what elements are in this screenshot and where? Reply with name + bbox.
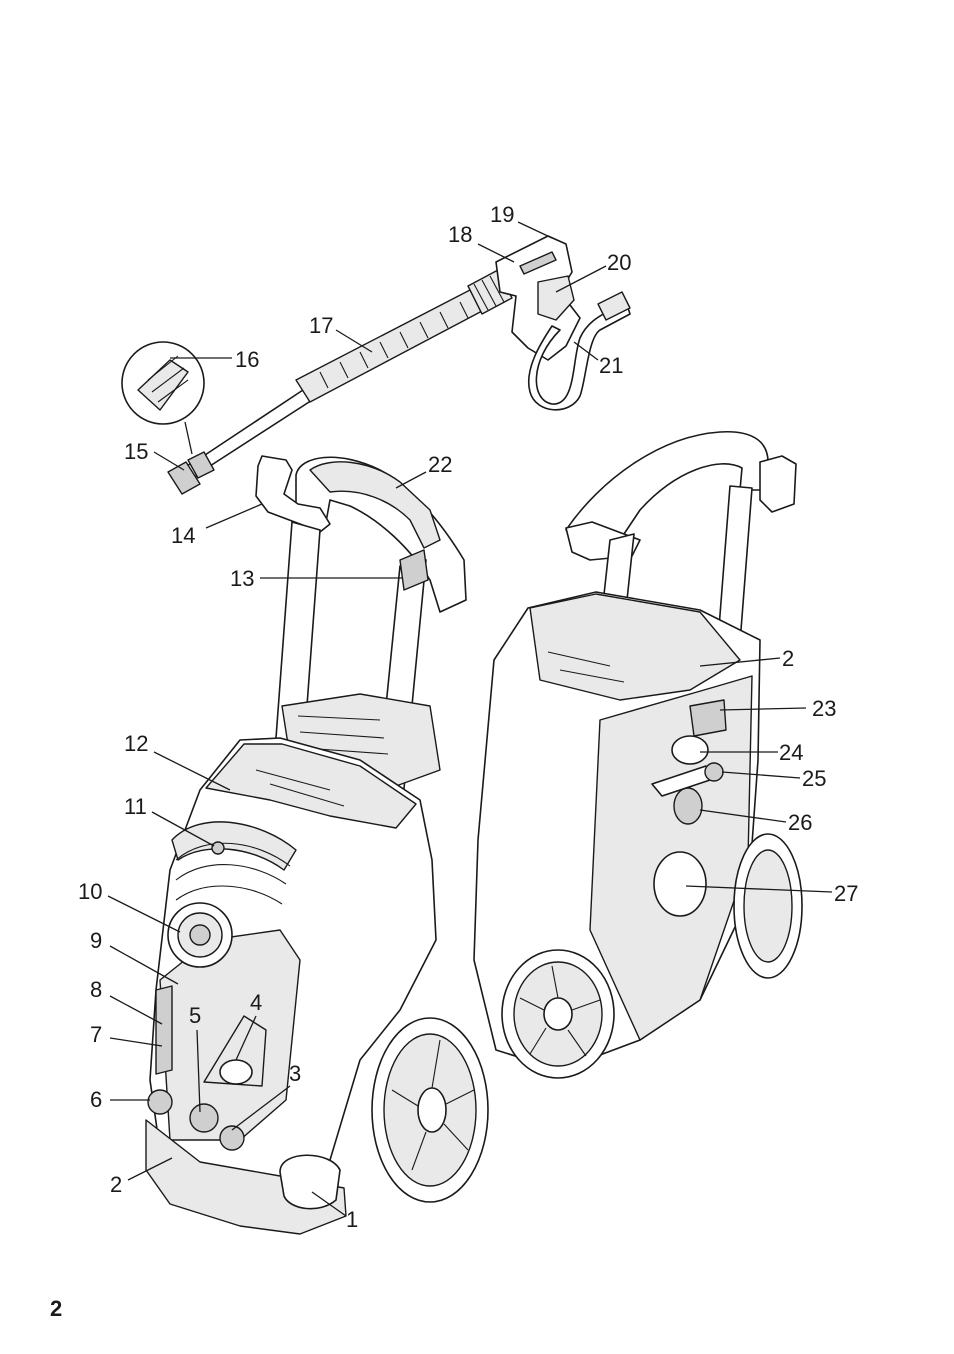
callout-8: 8 <box>90 977 102 1002</box>
machine-rear-view <box>473 430 803 1079</box>
callout-11: 11 <box>124 794 147 819</box>
callout-19: 19 <box>490 202 514 227</box>
callout-12: 12 <box>124 731 148 756</box>
callout-27: 27 <box>834 881 858 906</box>
callout-21: 21 <box>599 353 623 378</box>
callout-26: 26 <box>788 810 812 835</box>
callout-1: 1 <box>346 1207 358 1232</box>
callout-20: 20 <box>607 250 631 275</box>
spray-gun-illustration <box>167 235 631 495</box>
callout-22: 22 <box>428 452 452 477</box>
nozzle-detail-inset <box>121 341 205 455</box>
callout-2-front: 2 <box>110 1172 122 1197</box>
callout-17: 17 <box>309 313 333 338</box>
callout-5: 5 <box>189 1003 201 1028</box>
callout-labels: 1 2 3 4 5 6 7 8 9 10 11 12 13 14 15 16 1 <box>78 202 858 1232</box>
callout-6: 6 <box>90 1087 102 1112</box>
page-number: 2 <box>50 1296 63 1321</box>
callout-4: 4 <box>250 990 262 1015</box>
callout-15: 15 <box>124 439 148 464</box>
callout-7: 7 <box>90 1022 102 1047</box>
callout-16: 16 <box>235 347 259 372</box>
callout-23: 23 <box>812 696 836 721</box>
callout-24: 24 <box>779 740 803 765</box>
machine-front-view <box>145 455 489 1235</box>
callout-10: 10 <box>78 879 102 904</box>
callout-9: 9 <box>90 928 102 953</box>
callout-13: 13 <box>230 566 254 591</box>
callout-2-rear: 2 <box>782 646 794 671</box>
callout-18: 18 <box>448 222 472 247</box>
callout-25: 25 <box>802 766 826 791</box>
callout-14: 14 <box>171 523 195 548</box>
callout-3: 3 <box>289 1061 301 1086</box>
